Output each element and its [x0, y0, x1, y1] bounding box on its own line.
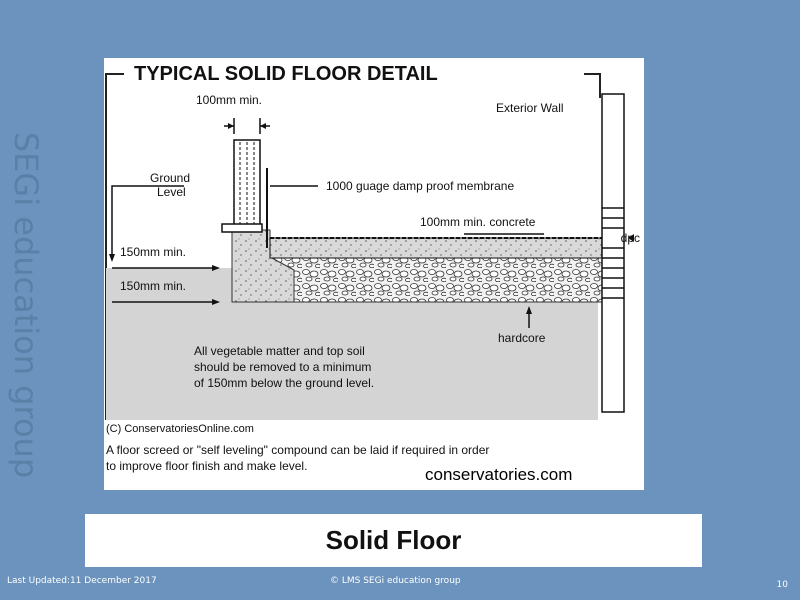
depth1-label: 150mm min. — [120, 245, 186, 259]
exterior-wall-label: Exterior Wall — [496, 101, 564, 115]
screed-note-line2: to improve floor finish and make level. — [106, 459, 307, 473]
diagram-copyright: (C) ConservatoriesOnline.com — [106, 423, 254, 435]
diagram-title: TYPICAL SOLID FLOOR DETAIL — [134, 63, 438, 85]
hardcore-label: hardcore — [498, 331, 546, 345]
footer-updated: Last Updated:11 December 2017 — [7, 576, 157, 586]
membrane-label: 1000 guage damp proof membrane — [326, 179, 514, 193]
watermark-text: SEGi education group — [7, 131, 45, 479]
concrete-slab — [269, 237, 603, 259]
wall-sill — [221, 223, 263, 233]
soil-note-line1: All vegetable matter and top soil — [194, 344, 365, 358]
ground-level-line2: Level — [157, 185, 186, 199]
diagram-svg: TYPICAL SOLID FLOOR DETAIL 100mm min. Ex… — [105, 63, 640, 473]
caption-box: Solid Floor — [85, 514, 702, 567]
dpc-label: dpc — [621, 231, 640, 245]
soil-note-line2: should be removed to a minimum — [194, 360, 371, 374]
page-number: 10 — [776, 580, 788, 590]
wall-width-label: 100mm min. — [196, 93, 262, 107]
ground-level-line1: Ground — [150, 171, 190, 185]
exterior-wall — [601, 93, 625, 413]
ground-level-label: Ground Level — [150, 171, 193, 199]
floor-detail-diagram: TYPICAL SOLID FLOOR DETAIL 100mm min. Ex… — [104, 58, 644, 490]
depth2-label: 150mm min. — [120, 279, 186, 293]
screed-note-line1: A floor screed or "self leveling" compou… — [106, 443, 489, 457]
hardcore-layer — [271, 257, 603, 303]
soil-note-line3: of 150mm below the ground level. — [194, 376, 374, 390]
footer-copyright: © LMS SEGi education group — [330, 576, 461, 586]
ground-level-leader — [111, 185, 184, 254]
frame-line-right — [584, 73, 601, 98]
slide-caption: Solid Floor — [325, 525, 462, 555]
source-site: conservatories.com — [425, 465, 573, 484]
concrete-label: 100mm min. concrete — [420, 215, 536, 229]
